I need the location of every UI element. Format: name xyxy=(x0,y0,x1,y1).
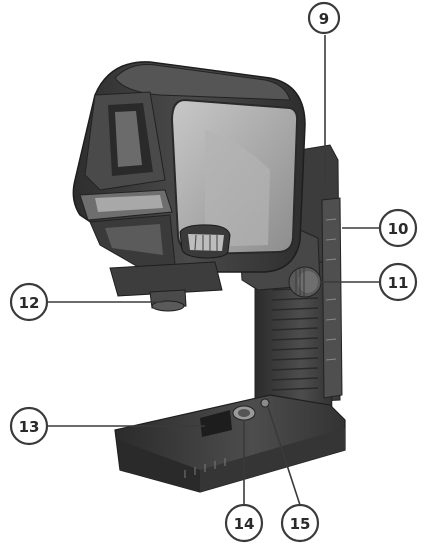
adjustment-knob xyxy=(288,266,322,298)
callout-9: 9 xyxy=(307,1,341,35)
column-ribs xyxy=(271,287,319,391)
callout-12-label: 12 xyxy=(19,294,40,312)
callout-10-label: 10 xyxy=(388,220,409,238)
base-screw xyxy=(260,398,270,408)
callout-13: 13 xyxy=(9,406,49,446)
callout-14-label: 14 xyxy=(234,515,255,533)
control-button xyxy=(179,224,231,259)
callout-11: 11 xyxy=(378,262,418,302)
laser-level-body xyxy=(72,61,306,312)
callout-15-label: 15 xyxy=(290,515,311,533)
callout-12: 12 xyxy=(9,282,49,322)
callout-14: 14 xyxy=(224,503,264,543)
mount-foot xyxy=(109,261,223,312)
tripod-socket xyxy=(232,405,256,421)
callout-13-label: 13 xyxy=(19,418,40,436)
callout-9-label: 9 xyxy=(319,10,329,28)
callout-10: 10 xyxy=(378,208,418,248)
callout-11-label: 11 xyxy=(388,274,409,292)
leader-lines xyxy=(47,35,380,506)
callout-15: 15 xyxy=(280,503,320,543)
